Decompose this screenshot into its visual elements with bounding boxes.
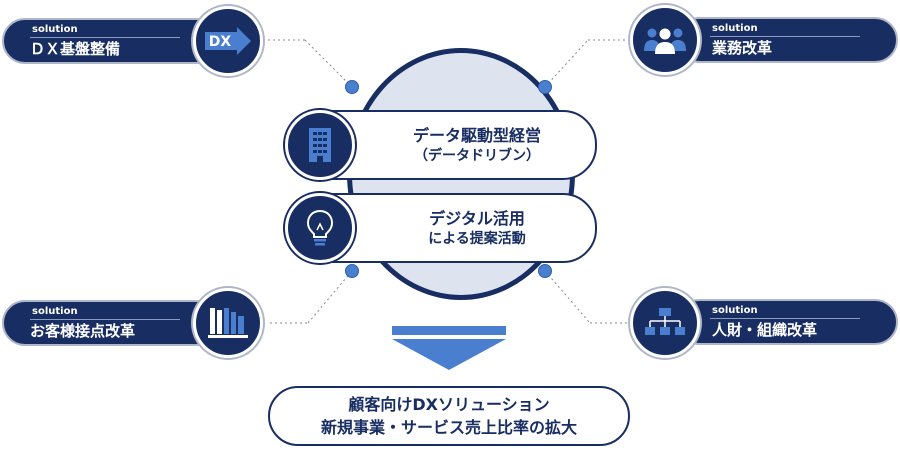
team-people-icon <box>630 5 700 75</box>
solution-title: お客様接点改革 <box>30 322 136 340</box>
solution-tag: solution <box>32 306 78 317</box>
office-building-icon <box>285 110 355 180</box>
solution-divider <box>30 37 180 38</box>
solution-divider <box>710 36 860 37</box>
solution-divider <box>710 318 860 319</box>
solution-hr-organization: solution 人財・組織改革 <box>676 299 898 345</box>
center-item-1-line2: （データドリブン） <box>414 147 540 164</box>
down-arrow-icon <box>392 339 506 370</box>
connector-bottom-right <box>544 270 591 324</box>
dx-arrow-icon: DX <box>193 6 263 76</box>
center-item-2-line1: デジタル活用 <box>429 208 525 228</box>
solution-tag: solution <box>32 24 78 35</box>
result-line2: 新規事業・サービス売上比率の拡大 <box>320 418 577 437</box>
solution-tag: solution <box>712 23 758 34</box>
connector-dot-top-left <box>345 80 359 94</box>
center-item-1-line1: データ駆動型経営 <box>412 125 541 145</box>
solution-title: 人財・組織改革 <box>712 321 818 339</box>
connector-top-left-diag <box>304 39 353 88</box>
connector-dot-top-right <box>538 80 552 94</box>
org-chart-icon <box>630 288 700 358</box>
bookshelf-icon <box>193 288 263 358</box>
connector-dot-bottom-right <box>538 264 552 278</box>
solution-title: ＤＸ基盤整備 <box>30 40 121 58</box>
connector-bottom-left-diag <box>307 270 353 324</box>
connector-dot-bottom-left <box>345 264 359 278</box>
result-line1: 顧客向けDXソリューション <box>348 395 550 414</box>
solution-title: 業務改革 <box>712 39 773 57</box>
center-item-2-line2: による提案活動 <box>428 230 526 247</box>
down-arrow-bar <box>392 326 506 335</box>
solution-divider <box>30 319 180 320</box>
result-outcome: 顧客向けDXソリューション 新規事業・サービス売上比率の拡大 <box>268 386 630 446</box>
solution-business-reform: solution 業務改革 <box>676 17 898 63</box>
connector-top-right <box>544 39 589 88</box>
solution-tag: solution <box>712 305 758 316</box>
dx-icon-label: DX <box>209 34 232 50</box>
lightbulb-icon <box>285 193 355 263</box>
